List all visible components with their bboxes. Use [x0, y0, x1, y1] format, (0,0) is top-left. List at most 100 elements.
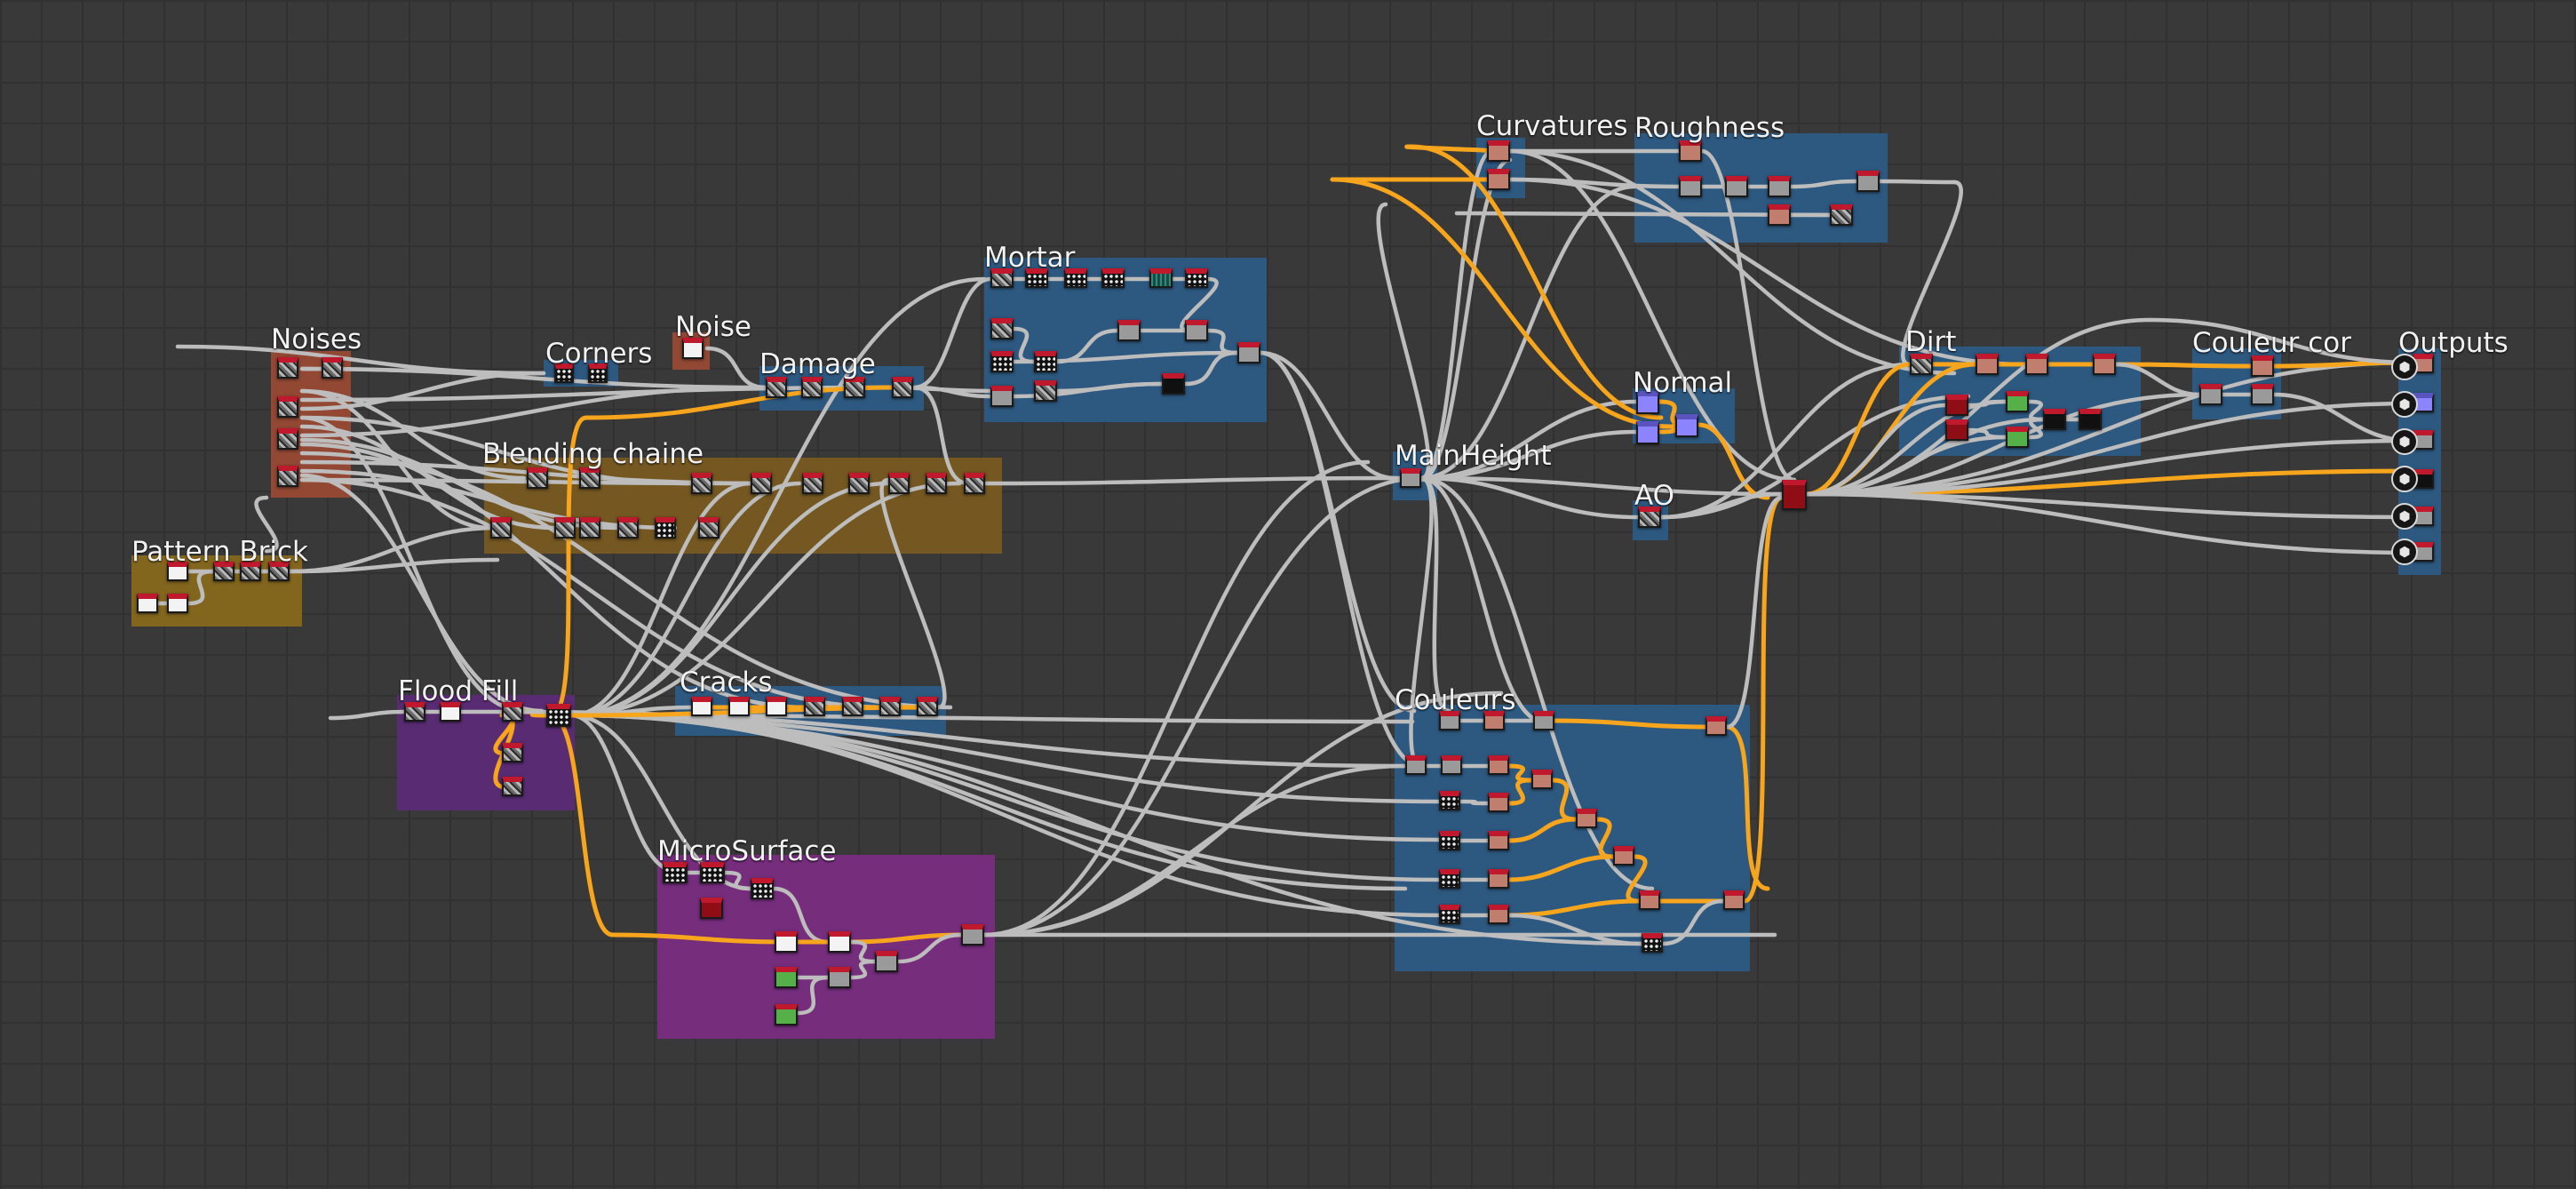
graph-node[interactable]	[917, 697, 938, 716]
graph-node[interactable]	[1439, 905, 1460, 924]
graph-node[interactable]	[1025, 268, 1048, 288]
graph-node[interactable]	[588, 363, 608, 383]
graph-node[interactable]	[277, 396, 298, 418]
graph-node[interactable]	[137, 594, 158, 613]
graph-node[interactable]	[1488, 755, 1509, 775]
frame-title-dirt[interactable]: Dirt	[1905, 326, 1957, 358]
graph-node[interactable]	[1856, 171, 1880, 192]
graph-node[interactable]	[682, 338, 704, 359]
graph-node[interactable]	[728, 697, 750, 716]
graph-node[interactable]	[1439, 831, 1460, 850]
graph-node[interactable]	[1237, 342, 1260, 363]
graph-node[interactable]	[828, 931, 851, 953]
graph-node[interactable]	[527, 467, 548, 489]
frame-title-mainheight[interactable]: MainHeight	[1395, 440, 1552, 472]
graph-node[interactable]	[579, 467, 600, 489]
graph-node[interactable]	[167, 562, 188, 581]
graph-node[interactable]	[2251, 355, 2274, 377]
graph-node[interactable]	[1679, 176, 1702, 197]
graph-node[interactable]	[775, 1004, 798, 1025]
frame-title-microsurface[interactable]: MicroSurface	[657, 835, 837, 867]
graph-node[interactable]	[1725, 176, 1748, 197]
graph-node[interactable]	[775, 931, 798, 953]
cube-icon[interactable]: ⬢	[2391, 503, 2418, 530]
graph-node[interactable]	[1034, 351, 1057, 372]
graph-node[interactable]	[775, 967, 798, 988]
graph-node[interactable]	[1488, 831, 1509, 850]
graph-node[interactable]	[1185, 320, 1208, 341]
graph-node[interactable]	[751, 473, 772, 494]
graph-node[interactable]	[1162, 373, 1185, 395]
frame-microsurface[interactable]	[657, 855, 995, 1039]
graph-node[interactable]	[546, 704, 571, 727]
graph-node[interactable]	[1488, 869, 1509, 889]
graph-node[interactable]	[1117, 320, 1141, 341]
frame-title-normal[interactable]: Normal	[1633, 367, 1733, 399]
graph-node[interactable]	[502, 743, 523, 762]
graph-node[interactable]	[1576, 809, 1597, 828]
graph-node[interactable]	[167, 594, 188, 613]
cube-icon[interactable]: ⬢	[2391, 391, 2418, 418]
graph-node[interactable]	[322, 357, 343, 379]
graph-node[interactable]	[879, 697, 901, 716]
frame-title-damage[interactable]: Damage	[759, 348, 876, 380]
graph-node[interactable]	[848, 473, 870, 494]
graph-node[interactable]	[502, 777, 523, 796]
graph-node[interactable]	[691, 697, 712, 716]
graph-node[interactable]	[663, 862, 688, 883]
graph-node[interactable]	[1830, 204, 1853, 226]
graph-node[interactable]	[700, 898, 723, 919]
graph-node[interactable]	[1675, 414, 1698, 437]
graph-node[interactable]	[1487, 140, 1510, 162]
graph-node[interactable]	[1768, 176, 1791, 197]
frame-title-outputs[interactable]: Outputs	[2398, 327, 2508, 359]
graph-node[interactable]	[2025, 354, 2048, 375]
graph-node[interactable]	[1723, 890, 1745, 910]
graph-node[interactable]	[1483, 711, 1505, 730]
graph-node[interactable]	[2093, 354, 2116, 375]
frame-title-roughness[interactable]: Roughness	[1634, 112, 1785, 144]
graph-node[interactable]	[1488, 793, 1509, 812]
graph-node[interactable]	[502, 702, 523, 722]
frame-title-blending[interactable]: Blending chaine	[482, 438, 704, 470]
graph-node[interactable]	[892, 377, 913, 398]
graph-node[interactable]	[1782, 480, 1807, 510]
frame-title-couleurcor[interactable]: Couleur cor	[2192, 327, 2351, 359]
graph-node[interactable]	[1439, 711, 1460, 730]
graph-node[interactable]	[2199, 384, 2222, 405]
graph-node[interactable]	[1910, 354, 1933, 375]
graph-node[interactable]	[277, 428, 298, 450]
frame-title-noise[interactable]: Noise	[675, 311, 751, 343]
graph-node[interactable]	[277, 466, 298, 487]
graph-node[interactable]	[1439, 869, 1460, 889]
graph-node[interactable]	[926, 473, 947, 494]
frame-title-corners[interactable]: Corners	[545, 338, 653, 370]
graph-node[interactable]	[1101, 268, 1125, 288]
graph-node[interactable]	[1768, 204, 1791, 226]
graph-node[interactable]	[990, 318, 1014, 339]
graph-node[interactable]	[1636, 421, 1659, 444]
graph-node[interactable]	[828, 967, 851, 988]
graph-node[interactable]	[990, 268, 1014, 288]
graph-node[interactable]	[554, 517, 576, 539]
graph-node[interactable]	[802, 473, 823, 494]
graph-node[interactable]	[1185, 268, 1208, 288]
graph-node[interactable]	[990, 386, 1014, 407]
graph-node[interactable]	[1945, 419, 1968, 441]
graph-node[interactable]	[1531, 770, 1553, 789]
frame-title-floodfill[interactable]: Flood Fill	[398, 675, 519, 707]
cube-icon[interactable]: ⬢	[2391, 539, 2418, 565]
graph-node[interactable]	[1405, 755, 1427, 775]
frame-title-ao[interactable]: AO	[1634, 480, 1675, 512]
frame-title-mortar[interactable]: Mortar	[984, 242, 1076, 274]
graph-node[interactable]	[404, 702, 425, 722]
cube-icon[interactable]: ⬢	[2391, 428, 2418, 455]
graph-node[interactable]	[766, 377, 787, 398]
graph-node[interactable]	[804, 697, 825, 716]
graph-node[interactable]	[1679, 140, 1702, 162]
graph-node[interactable]	[801, 377, 823, 398]
graph-node[interactable]	[1064, 268, 1087, 288]
graph-node[interactable]	[1945, 395, 1968, 416]
graph-node[interactable]	[2006, 391, 2029, 412]
graph-node[interactable]	[213, 562, 235, 581]
